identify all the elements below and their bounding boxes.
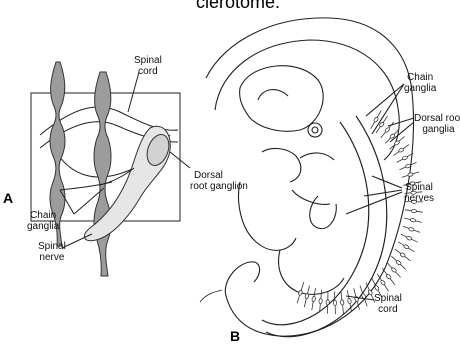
panel-a-letter: A xyxy=(3,190,13,206)
panel-b-letter: B xyxy=(230,328,240,344)
panel-a-chain-ganglia-right xyxy=(94,72,111,276)
label-a-chain-ganglia: Chain ganglia xyxy=(27,210,59,232)
label-a-dorsal-root-ganglion: Dorsal root ganglion xyxy=(190,170,248,192)
segmental-ganglion xyxy=(408,172,414,176)
segmental-ganglion xyxy=(380,280,386,286)
segmental-ganglion xyxy=(402,155,408,160)
segmental-ganglion xyxy=(298,290,303,296)
label-b-cord-line1: Spinal xyxy=(374,293,402,304)
segmental-ganglion xyxy=(340,300,344,306)
label-b-spinal-nerves: Spinal nerves xyxy=(404,182,434,204)
segmental-ganglion xyxy=(373,117,379,123)
label-b-chain-line1: Chain xyxy=(404,72,436,83)
segmental-ganglion xyxy=(326,300,329,305)
leader-b-nerves-1 xyxy=(372,176,402,188)
leader-b-nerves-3 xyxy=(346,192,402,214)
label-a-spinal-cord-line2: cord xyxy=(134,66,162,77)
label-b-chain-ganglia: Chain ganglia xyxy=(404,72,436,94)
segmental-ganglion xyxy=(374,285,380,291)
label-a-drg-line2: root ganglion xyxy=(190,181,248,192)
label-a-nerve-line1: Spinal xyxy=(38,241,66,252)
leader-a-spinal-nerve xyxy=(62,234,92,248)
segmental-ganglion xyxy=(394,140,400,146)
panel-b-eye xyxy=(308,123,322,137)
segmental-ganglion xyxy=(406,236,412,241)
panel-b-scribble xyxy=(200,290,222,302)
label-a-nerve-line2: nerve xyxy=(38,252,66,263)
segmental-ganglion xyxy=(410,218,416,222)
label-a-chain-line2: ganglia xyxy=(27,221,59,232)
label-b-drg-line2: ganglia xyxy=(414,124,460,135)
label-b-chain-line2: ganglia xyxy=(404,83,436,94)
segmental-ganglion xyxy=(403,244,409,249)
segmental-ganglion xyxy=(396,260,402,266)
label-a-chain-line1: Chain xyxy=(27,210,59,221)
segmental-ganglion xyxy=(384,127,390,133)
segmental-ganglion xyxy=(333,300,337,305)
segmental-ganglion xyxy=(312,296,316,302)
panel-b-brain xyxy=(240,66,324,132)
label-a-drg-line1: Dorsal xyxy=(190,170,248,181)
segmental-ganglion xyxy=(347,298,351,304)
panel-b-segmental-nerves xyxy=(297,111,423,315)
label-a-spinal-cord-line1: Spinal xyxy=(134,55,162,66)
segmental-ganglion xyxy=(408,227,414,232)
segmental-ganglion xyxy=(391,267,397,273)
label-b-nerves-line1: Spinal xyxy=(404,182,434,193)
segmental-ganglion xyxy=(386,274,392,280)
label-a-spinal-cord: Spinal cord xyxy=(134,55,162,77)
label-b-cord-line2: cord xyxy=(374,304,402,315)
segmental-ganglion xyxy=(400,252,406,257)
label-b-spinal-cord: Spinal cord xyxy=(374,293,402,315)
label-a-spinal-nerve: Spinal nerve xyxy=(38,241,66,263)
label-b-dorsal-root-ganglia: Dorsal root ganglia xyxy=(414,113,460,135)
segmental-ganglion xyxy=(411,209,417,213)
label-b-drg-line1: Dorsal root xyxy=(414,113,460,124)
label-b-nerves-line2: nerves xyxy=(404,193,434,204)
segmental-ganglion xyxy=(398,147,404,152)
segmental-ganglion xyxy=(319,298,323,304)
leader-b-nerves-2 xyxy=(364,190,402,196)
